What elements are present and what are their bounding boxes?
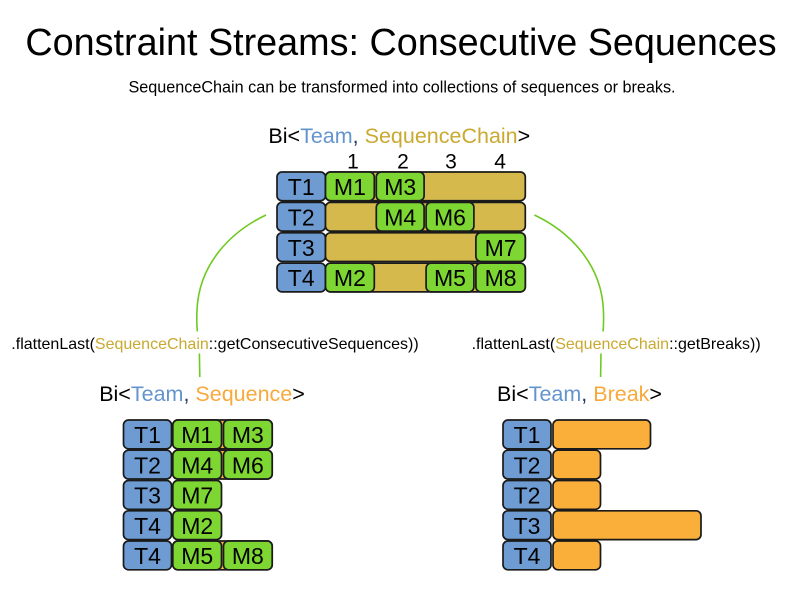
svg-text:M5: M5 xyxy=(181,543,213,569)
svg-text:T4: T4 xyxy=(134,543,161,569)
svg-text:Bi<Team, Break>: Bi<Team, Break> xyxy=(497,382,662,406)
svg-text:M1: M1 xyxy=(334,174,366,200)
svg-text:M1: M1 xyxy=(181,422,213,448)
svg-text:T1: T1 xyxy=(514,422,541,448)
svg-text:M2: M2 xyxy=(334,265,366,291)
svg-text:T4: T4 xyxy=(134,513,161,539)
svg-text:SequenceChain can be transform: SequenceChain can be transformed into co… xyxy=(128,79,675,97)
svg-text:M6: M6 xyxy=(232,452,264,478)
svg-text:M3: M3 xyxy=(384,174,416,200)
svg-text:M8: M8 xyxy=(485,265,517,291)
svg-text:T2: T2 xyxy=(514,483,541,509)
svg-text:T3: T3 xyxy=(134,483,161,509)
svg-text:T2: T2 xyxy=(288,204,315,230)
svg-text:T2: T2 xyxy=(514,452,541,478)
svg-text:M4: M4 xyxy=(384,204,416,230)
svg-text:2: 2 xyxy=(397,151,409,174)
svg-text:M7: M7 xyxy=(181,483,213,509)
svg-text:Bi<Team, Sequence>: Bi<Team, Sequence> xyxy=(99,382,305,406)
svg-text:M5: M5 xyxy=(434,265,466,291)
svg-text:M3: M3 xyxy=(232,422,264,448)
svg-text:3: 3 xyxy=(445,151,457,174)
svg-text:T2: T2 xyxy=(134,452,161,478)
svg-text:4: 4 xyxy=(494,151,506,174)
svg-text:T3: T3 xyxy=(288,235,315,261)
svg-text:M2: M2 xyxy=(181,513,213,539)
svg-text:Bi<Team, SequenceChain>: Bi<Team, SequenceChain> xyxy=(268,124,530,148)
svg-text:T4: T4 xyxy=(288,265,315,291)
svg-text:M8: M8 xyxy=(232,543,264,569)
svg-text:T1: T1 xyxy=(288,174,315,200)
svg-text:.flattenLast(SequenceChain::ge: .flattenLast(SequenceChain::getConsecuti… xyxy=(11,336,418,353)
svg-text:.flattenLast(SequenceChain::ge: .flattenLast(SequenceChain::getBreaks)) xyxy=(472,336,761,353)
svg-text:T1: T1 xyxy=(134,422,161,448)
svg-text:Constraint Streams: Consecutiv: Constraint Streams: Consecutive Sequence… xyxy=(25,21,776,63)
svg-text:M4: M4 xyxy=(181,452,213,478)
svg-text:T3: T3 xyxy=(514,513,541,539)
svg-text:M6: M6 xyxy=(434,204,466,230)
svg-text:1: 1 xyxy=(347,151,359,174)
svg-text:M7: M7 xyxy=(485,235,517,261)
svg-text:T4: T4 xyxy=(514,543,541,569)
